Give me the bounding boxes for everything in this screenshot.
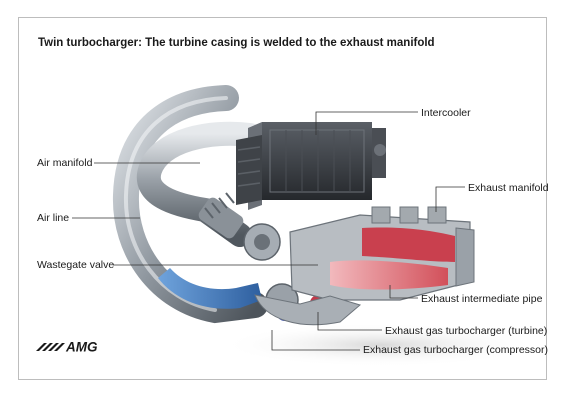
diagram-frame — [18, 17, 547, 380]
leader-lines — [72, 111, 465, 351]
label-air-manifold: Air manifold — [37, 157, 93, 169]
label-turbocharger-compressor: Exhaust gas turbocharger (compressor) — [363, 344, 548, 356]
hose-connector — [198, 192, 244, 239]
floor-shadow — [220, 323, 540, 367]
turbine-housing — [254, 294, 362, 326]
air-manifold-pipe — [136, 121, 262, 247]
label-exhaust-intermediate-pipe: Exhaust intermediate pipe — [421, 293, 543, 305]
leader-exhaust-manifold — [435, 186, 465, 212]
amg-logo-text: AMG — [65, 340, 98, 355]
label-intercooler: Intercooler — [421, 107, 471, 119]
label-wastegate-valve: Wastegate valve — [37, 259, 114, 271]
leader-exhaust-intermediate-pipe — [389, 285, 418, 299]
leader-intercooler — [315, 111, 418, 135]
label-turbocharger-turbine: Exhaust gas turbocharger (turbine) — [385, 325, 547, 337]
leader-turbocharger-turbine — [317, 312, 382, 331]
intercooler-unit — [236, 122, 386, 210]
exhaust-manifold-body — [289, 206, 475, 301]
leader-turbocharger-compressor — [271, 330, 360, 351]
diagram-title: Twin turbocharger: The turbine casing is… — [38, 37, 435, 49]
amg-logo: AMG — [36, 340, 98, 355]
label-exhaust-manifold: Exhaust manifold — [468, 182, 549, 194]
label-air-line: Air line — [37, 212, 69, 224]
cold-air-duct — [158, 268, 262, 309]
